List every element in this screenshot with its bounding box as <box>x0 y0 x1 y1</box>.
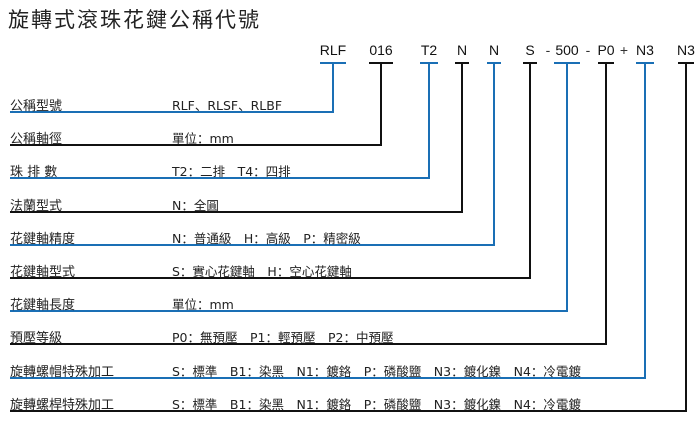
row-label: 花鍵軸長度 <box>10 298 76 313</box>
connector-leader <box>10 63 607 345</box>
separator-plus: + <box>619 42 629 58</box>
separator-dash: - <box>545 42 551 58</box>
code-part-flange-type: N <box>456 42 468 58</box>
connector-leader <box>10 63 531 279</box>
row-description: N：普通級 H：高級 P：精密級 <box>172 231 361 246</box>
row-label: 公稱軸徑 <box>10 132 63 147</box>
row-label: 珠 排 數 <box>10 165 58 180</box>
row-label: 花鍵軸型式 <box>10 265 76 280</box>
row-description: 單位：mm <box>172 297 234 312</box>
row-description: S：標準 B1：染黑 N1：鍍鉻 P：磷酸鹽 N3：鍍化鎳 N4：冷電鍍 <box>172 364 581 379</box>
connector-leader <box>10 63 463 213</box>
row-description: S：實心花鍵軸 H：空心花鍵軸 <box>172 264 352 279</box>
separator-dash: - <box>585 42 591 58</box>
connector-leader <box>10 63 430 179</box>
diagram-title: 旋轉式滾珠花鍵公稱代號 <box>8 8 261 32</box>
code-part-nut-treatment: N3 <box>636 42 654 58</box>
row-label: 公稱型號 <box>10 99 63 114</box>
row-description: S：標準 B1：染黑 N1：鍍鉻 P：磷酸鹽 N3：鍍化鎳 N4：冷電鍍 <box>172 397 581 412</box>
code-part-shaft-length: 500 <box>555 42 579 58</box>
code-part-shaft-type: S <box>525 42 535 58</box>
code-part-preload: P0 <box>597 42 615 58</box>
row-label: 旋轉螺帽特殊加工 <box>10 365 115 380</box>
connector-leader <box>10 63 687 412</box>
connector-leader <box>10 63 334 113</box>
row-description: P0：無預壓 P1：輕預壓 P2：中預壓 <box>172 330 394 345</box>
row-description: T2：二排 T4：四排 <box>172 164 291 179</box>
code-part-ball-rows: T2 <box>420 42 438 58</box>
code-part-shaft-treatment: N3 <box>677 42 695 58</box>
row-label: 法蘭型式 <box>10 199 63 214</box>
row-description: RLF、RLSF、RLBF <box>172 98 283 113</box>
row-label: 預壓等級 <box>10 331 63 346</box>
row-label: 旋轉螺桿特殊加工 <box>10 398 115 413</box>
code-part-model: RLF <box>319 42 347 58</box>
row-description: 單位：mm <box>172 131 234 146</box>
row-label: 花鍵軸精度 <box>10 232 76 247</box>
connector-leader <box>10 63 568 312</box>
connector-leader <box>10 63 382 146</box>
connector-leader <box>10 63 495 246</box>
connector-leader <box>10 63 646 379</box>
row-description: N：全圓 <box>172 198 219 213</box>
code-part-shaft-accuracy: N <box>488 42 500 58</box>
code-part-shaft-diameter: 016 <box>369 42 393 58</box>
